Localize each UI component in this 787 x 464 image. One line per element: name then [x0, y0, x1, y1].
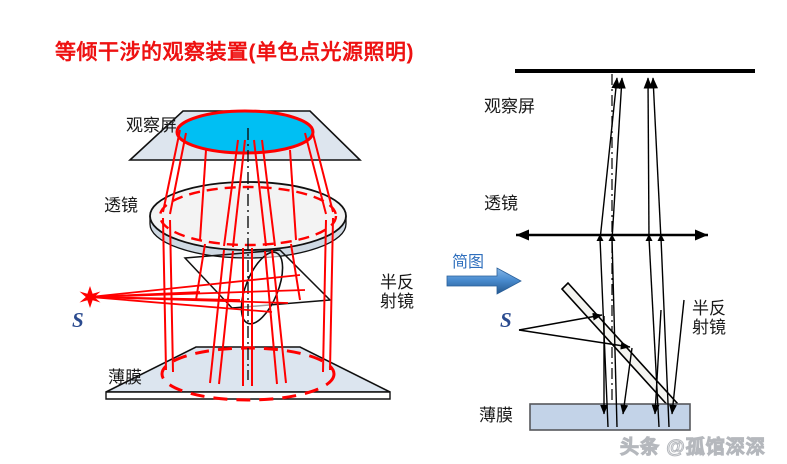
- left-rays-lower: [162, 217, 334, 386]
- right-label-beam-splitter: 半反 射镜: [692, 299, 726, 337]
- page-title: 等倾干涉的观察装置(单色点光源照明): [55, 41, 414, 64]
- right-rays-source: [518, 312, 631, 350]
- left-label-source: S: [72, 308, 84, 332]
- right-lens-arrow: [516, 229, 708, 241]
- left-beam-splitter: [183, 249, 332, 325]
- left-rays-source: [89, 274, 306, 313]
- right-label-source: S: [500, 308, 512, 332]
- left-label-film: 薄膜: [108, 368, 142, 387]
- left-label-screen: 观察屏: [126, 116, 177, 135]
- right-rays-up: [599, 77, 670, 428]
- left-film-slab: [105, 346, 391, 402]
- left-label-beam-splitter-line2: 射镜: [380, 292, 414, 312]
- right-rays-down: [600, 299, 685, 415]
- right-label-beam-splitter-line1: 半反: [692, 299, 726, 318]
- right-lens-ray-marks: [596, 234, 665, 241]
- left-lens-disk: [149, 181, 347, 259]
- right-film-rect: [529, 403, 691, 431]
- left-label-lens: 透镜: [104, 196, 138, 215]
- left-label-beam-splitter-line1: 半反: [380, 273, 414, 292]
- right-label-lens: 透镜: [484, 194, 518, 213]
- right-label-screen: 观察屏: [484, 97, 535, 116]
- transition-label: 简图: [452, 254, 485, 271]
- right-beam-splitter: [560, 281, 679, 411]
- left-label-beam-splitter: 半反 射镜: [380, 273, 414, 311]
- watermark: 头条 @孤馆深深: [620, 437, 766, 459]
- left-source-star: [79, 286, 101, 308]
- left-rays-upper: [162, 129, 334, 248]
- right-label-beam-splitter-line2: 射镜: [692, 318, 726, 338]
- right-label-film: 薄膜: [479, 406, 513, 425]
